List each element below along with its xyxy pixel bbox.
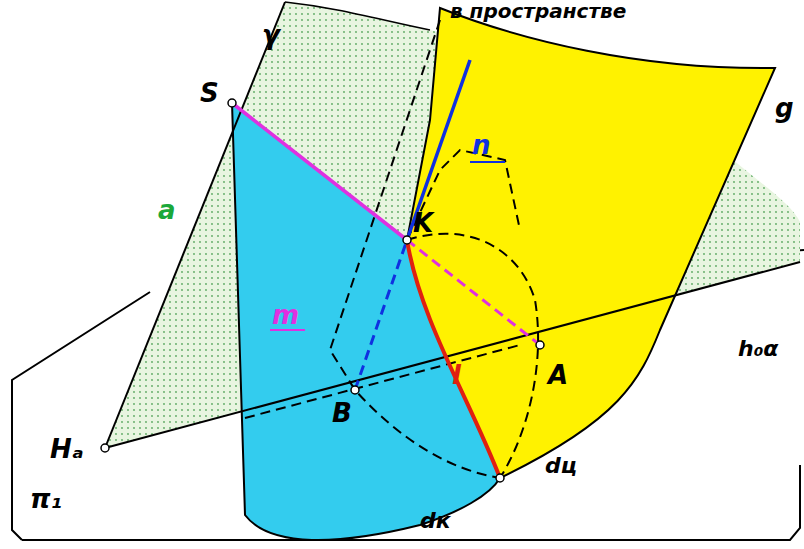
point-label: a	[158, 197, 176, 223]
point-label: K	[413, 210, 433, 236]
point-label: dк	[420, 510, 451, 532]
point-label: Hₐ	[50, 436, 84, 462]
point-label: γ	[262, 22, 280, 48]
point-label: A	[548, 362, 568, 388]
point-label: l	[452, 362, 461, 388]
point-label: B	[332, 400, 352, 426]
point-label: h₀α	[738, 338, 778, 360]
cone-surface	[232, 103, 500, 540]
point-label: π₁	[30, 486, 62, 512]
point-label: в пространстве	[450, 1, 626, 21]
point-label: n	[472, 132, 491, 158]
point-label: g	[775, 95, 794, 121]
point-label: m	[272, 302, 299, 328]
point-label: S	[200, 80, 219, 106]
point-label: dц	[545, 455, 577, 477]
